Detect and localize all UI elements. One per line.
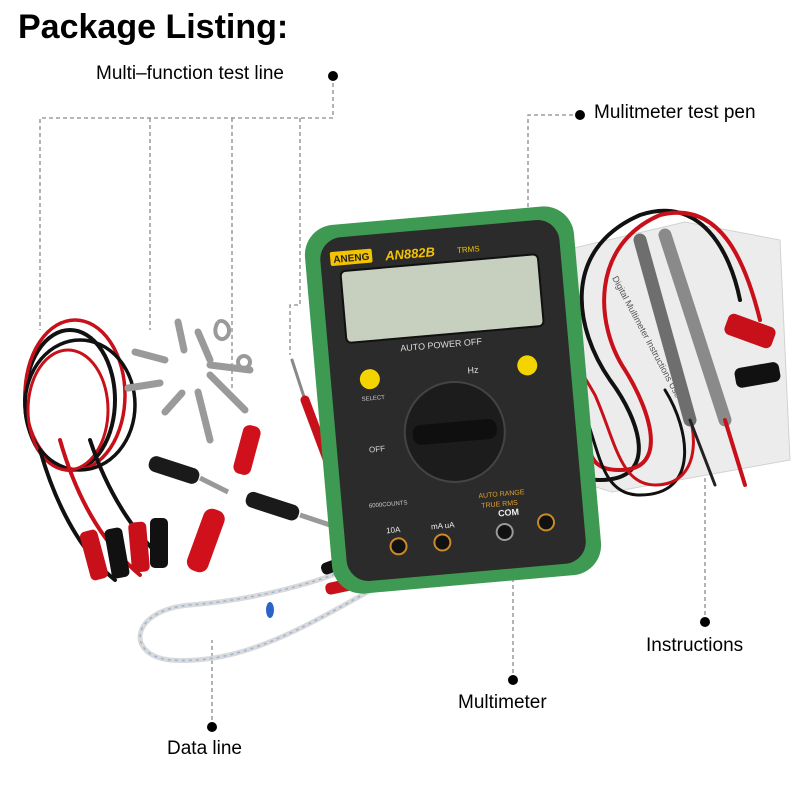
brand-badge	[329, 248, 373, 266]
leader-lines	[39, 76, 706, 727]
leader-dot	[207, 722, 217, 732]
model-label: AN882B	[384, 244, 436, 263]
multi-function-test-line	[23, 318, 168, 582]
jack-com	[495, 522, 514, 541]
leader-dot	[328, 71, 338, 81]
select-label: SELECT	[361, 395, 385, 403]
off-label: OFF	[369, 444, 386, 454]
jack-v	[537, 513, 556, 532]
port-10a-label: 10A	[386, 525, 402, 535]
callout-instructions: Instructions	[646, 635, 744, 656]
counts-label: 6000COUNTS	[369, 500, 408, 509]
port-com-label: COM	[498, 507, 520, 519]
accessory-tips	[124, 318, 254, 444]
model-suffix: TRMS	[457, 244, 480, 255]
hz-label: Hz	[467, 365, 479, 376]
page-heading: Package Listing:	[18, 8, 289, 46]
dial-knob	[412, 419, 497, 445]
range-label: AUTO RANGE	[478, 489, 525, 500]
callout-multimeter: Multimeter	[458, 692, 547, 713]
select-button	[359, 369, 380, 390]
callout-data-line: Data line	[167, 738, 242, 759]
alligator-clips	[148, 425, 331, 573]
jack-ma	[433, 533, 452, 552]
brand-label: ANENG	[333, 252, 370, 266]
lcd-screen	[339, 253, 545, 344]
rms-label: TRUE RMS	[481, 500, 518, 510]
banana-plugs	[79, 518, 168, 581]
leader-dot	[700, 617, 710, 627]
leader-dot	[575, 110, 585, 120]
spade-lugs	[213, 319, 252, 370]
callout-multi-function-test-line: Multi–function test line	[96, 63, 284, 84]
callout-multimeter-test-pen: Mulitmeter test pen	[594, 102, 756, 123]
hold-button	[517, 355, 538, 376]
port-ma-label: mA uA	[431, 520, 456, 531]
multimeter-device: ANENG AN882B TRMS AUTO POWER OFF SELECT …	[304, 206, 602, 594]
leader-dots	[207, 71, 710, 732]
leader-dot	[508, 675, 518, 685]
jack-10a	[389, 537, 408, 556]
